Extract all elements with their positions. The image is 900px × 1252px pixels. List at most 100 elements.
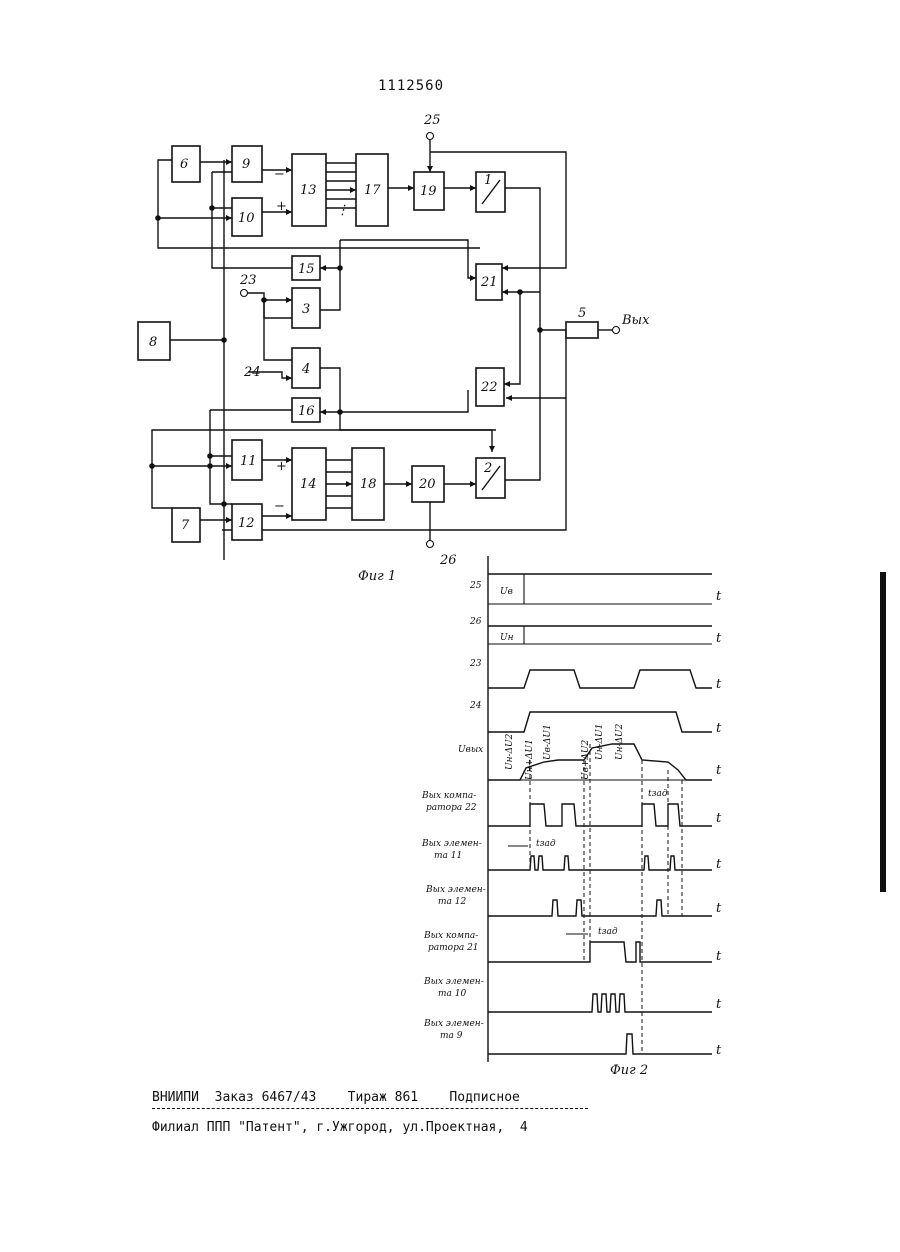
label-24: 24 <box>243 365 261 380</box>
block-2-label: 2 <box>483 461 492 476</box>
row-23-signal <box>488 670 712 688</box>
bus-dots-13: ⋮ <box>336 203 349 218</box>
row-comp21-label-2: ратора 21 <box>428 943 479 953</box>
row-25-t: t <box>716 589 722 604</box>
timing-row-element-11: Вых элемен- та 11 tзад t <box>421 839 722 872</box>
row-el10-label-2: та 10 <box>438 989 466 999</box>
row-26-t: t <box>716 631 722 646</box>
figure-2-caption: Фиг 2 <box>610 1063 648 1078</box>
row-el12-label-1: Вых элемен- <box>425 885 486 895</box>
row-25-amp: Uв <box>500 587 513 597</box>
block-9-label: 9 <box>242 157 250 172</box>
row-el11-label-2: та 11 <box>434 851 462 861</box>
row-comp21-delay: tзад <box>598 927 618 937</box>
row-el12-signal <box>488 900 712 916</box>
block-8-label: 8 <box>149 335 157 350</box>
block-15-label: 15 <box>298 262 315 277</box>
timing-row-26: 26 Uн t <box>469 617 722 646</box>
row-comp22-signal <box>488 804 712 826</box>
row-el11-signal <box>488 856 712 870</box>
row-el11-label-1: Вых элемен- <box>421 839 482 849</box>
row-25-label: 25 <box>469 581 482 591</box>
block-16-label: 16 <box>298 404 315 419</box>
row-el12-t: t <box>716 901 722 916</box>
block-12-label: 12 <box>238 516 255 531</box>
timing-row-element-9: Вых элемен- та 9 t <box>423 1019 722 1058</box>
block-1-label: 1 <box>484 173 492 188</box>
block-21-label: 21 <box>480 275 498 290</box>
plus-14: + <box>276 459 287 474</box>
footer-line-1: ВНИИПИ Заказ 6467/43 Тираж 861 Подписное <box>152 1090 520 1105</box>
block-11-label: 11 <box>240 454 257 469</box>
row-el9-t: t <box>716 1043 722 1058</box>
row-comp22-label-1: Вых компа- <box>421 791 476 801</box>
row-el9-label-1: Вых элемен- <box>423 1019 484 1029</box>
row-comp22-delay: tзад <box>648 789 668 799</box>
label-23: 23 <box>239 273 257 288</box>
row-26-amp: Uн <box>500 633 514 643</box>
blocks: 6 9 10 13 − + ⋮ 17 19 1 15 21 3 8 <box>138 146 598 542</box>
figure-2-timing-diagrams: 25 Uв t 26 Uн t 23 t 24 t Uвых <box>421 556 722 1078</box>
row-comp22-t: t <box>716 811 722 826</box>
timing-row-comparator-22: Вых компа- ратора 22 tзад t <box>421 789 722 826</box>
row-26-label: 26 <box>469 617 482 627</box>
block-3-label: 3 <box>302 302 310 317</box>
row-23-t: t <box>716 677 722 692</box>
terminal-output <box>613 327 620 334</box>
terminal-23 <box>241 290 248 297</box>
row-el9-label-2: та 9 <box>440 1031 463 1041</box>
row-uout-label: Uвых <box>458 745 483 755</box>
figure-1-block-diagram: 25 23 24 26 Вых 6 9 10 13 − + ⋮ 17 19 1 <box>138 113 650 584</box>
uout-annot-6: Uн-ΔU2 <box>615 723 625 760</box>
terminal-26 <box>427 541 434 548</box>
plus-13: + <box>276 199 287 214</box>
row-el10-label-1: Вых элемен- <box>423 977 484 987</box>
timing-row-element-12: Вых элемен- та 12 t <box>425 885 722 916</box>
footer-rule <box>152 1108 588 1109</box>
terminal-25 <box>427 133 434 140</box>
label-25: 25 <box>423 113 441 128</box>
block-5-label: 5 <box>578 306 586 321</box>
block-13-label: 13 <box>300 183 317 198</box>
row-el10-t: t <box>716 997 722 1012</box>
block-17-label: 17 <box>364 183 381 198</box>
label-output: Вых <box>621 313 650 328</box>
label-26: 26 <box>439 553 457 568</box>
block-6-label: 6 <box>180 157 188 172</box>
row-comp22-label-2: ратора 22 <box>426 803 477 813</box>
row-el10-signal <box>488 994 712 1012</box>
row-comp21-label-1: Вых компа- <box>423 931 478 941</box>
block-18-label: 18 <box>360 477 377 492</box>
block-7-label: 7 <box>181 518 190 533</box>
row-23-label: 23 <box>469 659 482 669</box>
uout-annot-2: Uн+ΔU1 <box>525 739 535 780</box>
row-el11-delay: tзад <box>536 839 556 849</box>
row-el12-label-2: та 12 <box>438 897 466 907</box>
row-24-label: 24 <box>469 701 482 711</box>
row-24-t: t <box>716 721 722 736</box>
row-uout-t: t <box>716 763 722 778</box>
block-5-resistor <box>566 322 598 338</box>
timing-row-23: 23 t <box>469 659 722 692</box>
timing-row-comparator-21: Вых компа- ратора 21 tзад t <box>423 927 722 964</box>
minus-13: − <box>274 167 285 182</box>
minus-14: − <box>274 499 285 514</box>
timing-row-25: 25 Uв t <box>469 574 722 604</box>
uout-annot-3: Uв-ΔU1 <box>543 724 553 760</box>
scan-edge-bar <box>880 572 886 892</box>
row-comp21-t: t <box>716 949 722 964</box>
block-19-label: 19 <box>420 184 437 199</box>
timing-row-element-10: Вых элемен- та 10 t <box>423 977 722 1012</box>
figure-1-caption: Фиг 1 <box>358 569 396 584</box>
block-22-label: 22 <box>480 380 498 395</box>
block-14-label: 14 <box>300 477 317 492</box>
block-4-label: 4 <box>301 362 310 377</box>
row-el9-signal <box>488 1034 712 1054</box>
footer-line-2: Филиал ППП "Патент", г.Ужгород, ул.Проек… <box>152 1120 528 1135</box>
uout-annot-1: Uн-ΔU2 <box>505 733 515 770</box>
block-10-label: 10 <box>238 211 255 226</box>
uout-annot-5: Uн-ΔU1 <box>595 724 605 760</box>
row-el11-t: t <box>716 857 722 872</box>
